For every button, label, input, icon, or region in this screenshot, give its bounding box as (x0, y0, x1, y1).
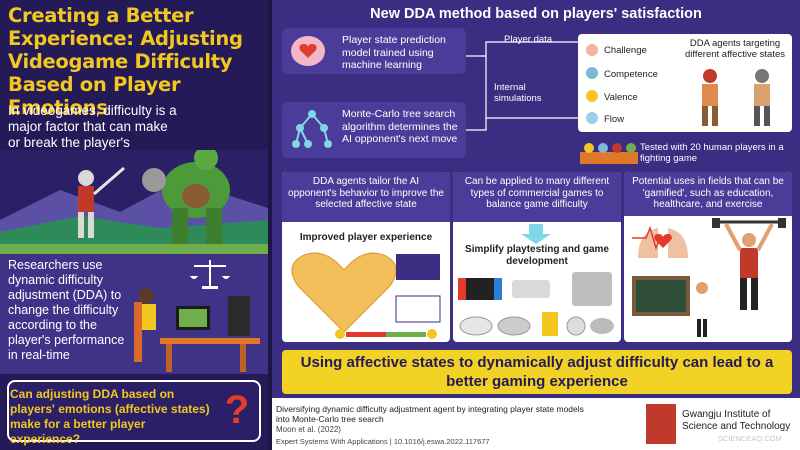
conclusion-banner (282, 350, 792, 394)
internal-simulations-label: Internal simulations (494, 82, 542, 104)
down-arrow-icon (521, 224, 551, 244)
mcts-text: Monte-Carlo tree search algorithm determ… (342, 108, 458, 145)
player-data-label: Player data (504, 34, 553, 45)
valence-icon (586, 90, 598, 102)
section-headline: New DDA method based on players' satisfa… (370, 6, 702, 22)
player-state-text: Player state prediction model trained us… (342, 34, 446, 71)
column-1-heading: DDA agents tailor the AI opponent's beha… (282, 172, 450, 222)
paper-journal: Expert Systems With Applications | 10.10… (276, 437, 490, 446)
question-mark-icon: ? (224, 388, 250, 432)
fight-scene-illustration (0, 150, 268, 254)
agents-label: DDA agents targeting different affective… (685, 38, 785, 60)
tree-search-icon (292, 110, 332, 148)
gladiators-illustration (702, 69, 770, 126)
column-1-subheading: Improved player experience (299, 232, 433, 243)
gist-logo (646, 404, 676, 444)
challenge-icon (586, 44, 598, 56)
paper-authors: Moon et al. (2022) (276, 425, 341, 434)
flow-arrows (466, 41, 578, 131)
tested-text: Tested with 20 human players in a fighti… (640, 142, 784, 164)
watermark: SCIENCEAQ.COM (718, 434, 782, 443)
conclusion-text: Using affective states to dynamically ad… (300, 354, 774, 390)
sad-face-icon (335, 329, 345, 339)
gamer-illustration (134, 260, 260, 372)
column-2-heading: Can be applied to many different types o… (453, 172, 621, 222)
gamified-fields-illustration (632, 218, 786, 337)
weightlifter-icon (712, 218, 786, 310)
page-title: Creating a Better Experience: Adjusting … (8, 4, 243, 119)
footer (272, 398, 800, 450)
scales-icon (190, 260, 230, 289)
question-box (7, 380, 261, 442)
teacher-blackboard-icon (632, 276, 708, 337)
state-valence: Valence (604, 92, 638, 103)
players-illustration (580, 143, 638, 164)
research-text: Researchers use dynamic difficulty adjus… (8, 258, 125, 362)
happy-face-icon (427, 329, 437, 339)
state-flow: Flow (604, 114, 625, 125)
institute-name: Gwangju Institute of Science and Technol… (682, 409, 791, 432)
paper-title: Diversifying dynamic difficulty adjustme… (276, 404, 584, 424)
knight-figure (78, 166, 125, 238)
consoles-illustration (458, 272, 614, 336)
column-3-heading: Potential uses in fields that can be 'ga… (624, 172, 792, 216)
state-competence: Competence (604, 69, 658, 80)
heartbeat-hands-icon (632, 225, 688, 258)
heart-mesh-illustration (291, 252, 441, 339)
flow-icon (586, 112, 598, 124)
state-challenge: Challenge (604, 45, 647, 56)
state-icons (586, 44, 598, 124)
competence-icon (586, 67, 598, 79)
orc-figure (142, 150, 230, 244)
question-text: Can adjusting DDA based on players' emot… (10, 387, 210, 446)
column-2-subheading: Simplify playtesting and game developmen… (465, 244, 609, 267)
brain-heart-icon (291, 36, 325, 66)
